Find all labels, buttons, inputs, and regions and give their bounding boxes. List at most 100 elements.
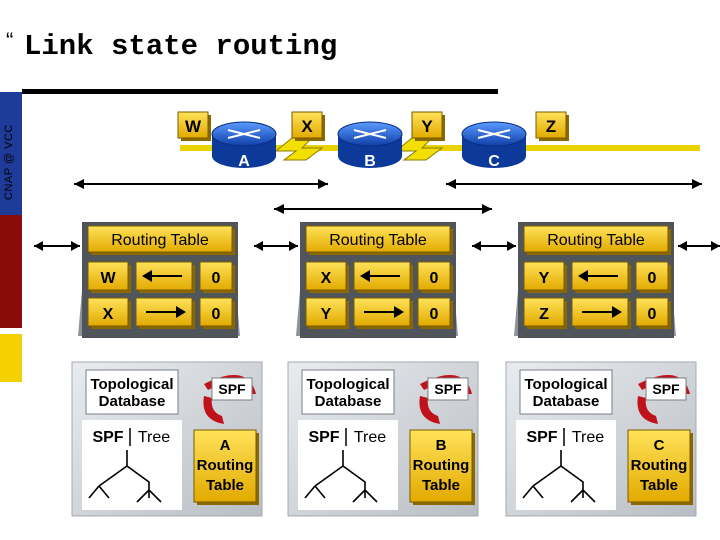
exchange-arrow bbox=[472, 241, 516, 251]
accent-block-yellow bbox=[0, 334, 22, 382]
network-label-w: W bbox=[177, 111, 211, 141]
svg-text:SPF: SPF bbox=[526, 429, 557, 446]
accent-block-red bbox=[0, 215, 22, 328]
table-cell-network: Y bbox=[305, 297, 349, 329]
svg-text:Y: Y bbox=[421, 117, 433, 136]
svg-text:Table: Table bbox=[422, 477, 460, 494]
table-cell-interface bbox=[353, 297, 413, 329]
table-cell-interface bbox=[135, 261, 195, 293]
table-header: Routing Table bbox=[305, 225, 453, 255]
svg-text:SPF: SPF bbox=[434, 381, 462, 397]
svg-text:Database: Database bbox=[99, 393, 166, 410]
svg-text:SPF: SPF bbox=[92, 429, 123, 446]
svg-text:SPF: SPF bbox=[652, 381, 680, 397]
table-cell-cost: 0 bbox=[417, 297, 453, 329]
svg-text:Database: Database bbox=[315, 393, 382, 410]
svg-text:0: 0 bbox=[430, 306, 439, 323]
spf-tree: SPF Tree bbox=[82, 420, 182, 510]
svg-text:Tree: Tree bbox=[138, 429, 170, 446]
vertical-label: CNAP @ VCC bbox=[3, 124, 15, 200]
svg-text:0: 0 bbox=[430, 270, 439, 287]
spf-calculation: SPF bbox=[203, 375, 256, 424]
svg-text:X: X bbox=[321, 270, 332, 287]
svg-text:Y: Y bbox=[539, 270, 550, 287]
svg-text:Z: Z bbox=[546, 117, 556, 136]
spf-calculation: SPF bbox=[419, 375, 472, 424]
table-header: Routing Table bbox=[87, 225, 235, 255]
serial-link-yz bbox=[394, 137, 444, 161]
spf-calculation: SPF bbox=[637, 375, 690, 424]
svg-text:Routing Table: Routing Table bbox=[111, 232, 209, 249]
svg-text:Y: Y bbox=[321, 306, 332, 323]
serial-link-xy bbox=[274, 137, 324, 161]
svg-text:0: 0 bbox=[212, 306, 221, 323]
svg-text:A: A bbox=[238, 153, 250, 170]
svg-text:Routing: Routing bbox=[631, 457, 688, 474]
slide-title: Link state routing bbox=[24, 30, 338, 63]
svg-text:Topological: Topological bbox=[306, 376, 389, 393]
svg-text:Table: Table bbox=[640, 477, 678, 494]
table-cell-cost: 0 bbox=[417, 261, 453, 293]
svg-text:Database: Database bbox=[533, 393, 600, 410]
accent-block-blue bbox=[0, 92, 22, 215]
table-cell-network: Z bbox=[523, 297, 567, 329]
svg-text:0: 0 bbox=[648, 306, 657, 323]
table-cell-interface bbox=[135, 297, 195, 329]
svg-text:Tree: Tree bbox=[572, 429, 604, 446]
svg-text:W: W bbox=[185, 117, 202, 136]
svg-text:B: B bbox=[364, 153, 376, 170]
table-cell-cost: 0 bbox=[635, 261, 671, 293]
svg-text:Topological: Topological bbox=[524, 376, 607, 393]
svg-text:SPF: SPF bbox=[218, 381, 246, 397]
table-cell-interface bbox=[571, 261, 631, 293]
svg-text:X: X bbox=[301, 117, 313, 136]
table-cell-network: Y bbox=[523, 261, 567, 293]
router-c: C bbox=[461, 121, 527, 170]
table-cell-network: X bbox=[87, 297, 131, 329]
network-label-z: Z bbox=[535, 111, 569, 141]
table-cell-cost: 0 bbox=[199, 261, 235, 293]
svg-text:C: C bbox=[488, 153, 500, 170]
svg-text:SPF: SPF bbox=[308, 429, 339, 446]
spf-tree: SPF Tree bbox=[516, 420, 616, 510]
svg-text:Tree: Tree bbox=[354, 429, 386, 446]
svg-text:A: A bbox=[220, 437, 231, 454]
svg-text:Routing Table: Routing Table bbox=[329, 232, 427, 249]
svg-text:B: B bbox=[436, 437, 447, 454]
network-label-y: Y bbox=[411, 111, 445, 141]
svg-text:Routing: Routing bbox=[197, 457, 254, 474]
router-a: A bbox=[211, 121, 277, 170]
svg-text:X: X bbox=[103, 306, 114, 323]
table-header: Routing Table bbox=[523, 225, 671, 255]
exchange-arrow bbox=[34, 241, 80, 251]
spf-tree: SPF Tree bbox=[298, 420, 398, 510]
table-cell-interface bbox=[353, 261, 413, 293]
svg-text:C: C bbox=[654, 437, 665, 454]
title-underline bbox=[22, 89, 498, 94]
svg-text:Routing Table: Routing Table bbox=[547, 232, 645, 249]
exchange-arrow bbox=[254, 241, 298, 251]
table-cell-cost: 0 bbox=[635, 297, 671, 329]
svg-text:0: 0 bbox=[212, 270, 221, 287]
svg-text:W: W bbox=[100, 270, 116, 287]
svg-text:Routing: Routing bbox=[413, 457, 470, 474]
svg-text:Table: Table bbox=[206, 477, 244, 494]
table-cell-network: X bbox=[305, 261, 349, 293]
svg-text:Topological: Topological bbox=[90, 376, 173, 393]
table-cell-interface bbox=[571, 297, 631, 329]
bullet-icon: “ bbox=[6, 28, 14, 53]
exchange-arrow bbox=[678, 241, 720, 251]
